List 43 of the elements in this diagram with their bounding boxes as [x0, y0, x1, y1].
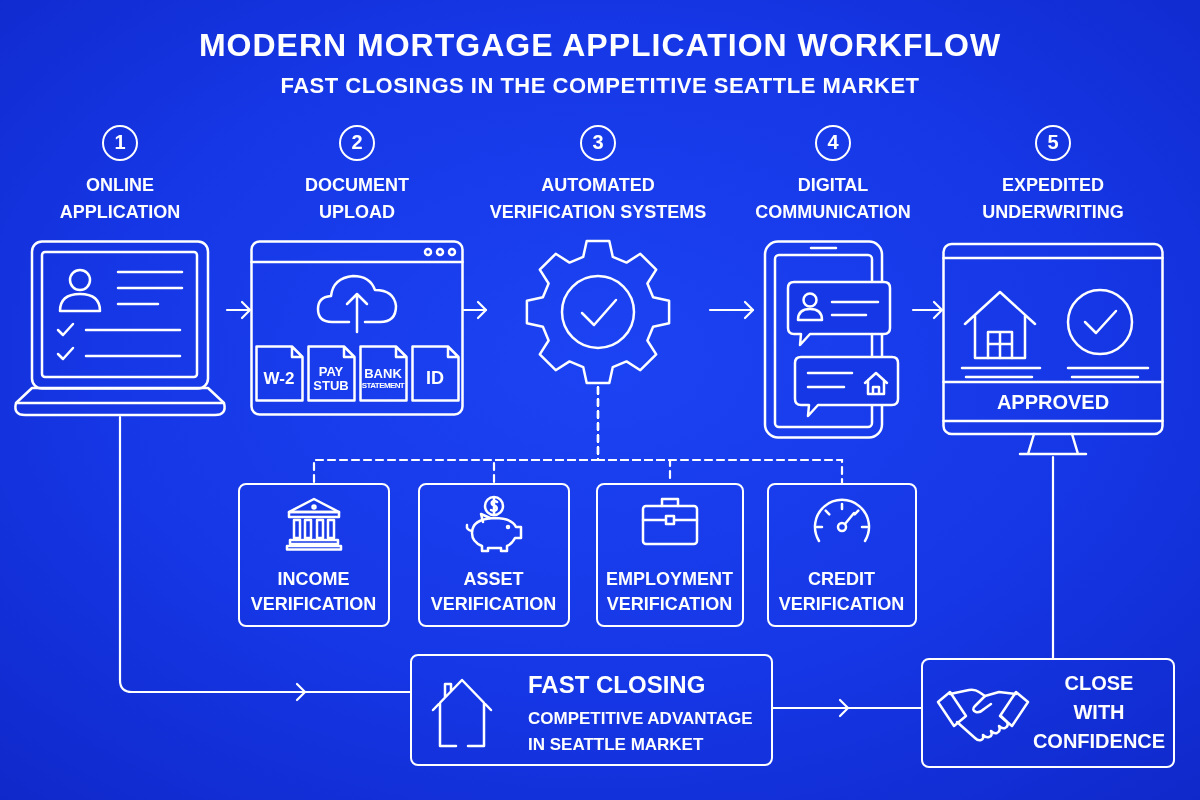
step-number: 4	[815, 125, 851, 161]
verification-label: CREDIT VERIFICATION	[777, 568, 906, 616]
diagram-title: MODERN MORTGAGE APPLICATION WORKFLOW	[197, 26, 1003, 64]
verification-label: EMPLOYMENT VERIFICATION	[605, 568, 734, 616]
document-page	[306, 345, 356, 402]
step-title: EXPEDITED UNDERWRITING	[981, 174, 1125, 224]
arrow	[708, 300, 755, 320]
arrow	[118, 415, 412, 702]
document-label: STATEMENT	[361, 381, 405, 391]
step-number: 3	[580, 125, 616, 161]
document-label: PAY STUB	[312, 364, 350, 394]
step-title: DIGITAL COMMUNICATION	[754, 174, 912, 224]
verification-card	[418, 483, 570, 627]
verification-label: INCOME VERIFICATION	[249, 568, 378, 616]
arrow	[911, 300, 944, 320]
step-title: AUTOMATED VERIFICATION SYSTEMS	[488, 174, 708, 224]
document-label: W-2	[263, 369, 295, 389]
document-label: ID	[426, 369, 444, 389]
verification-card	[238, 483, 390, 627]
approval-status: APPROVED	[995, 390, 1111, 415]
closing-card	[921, 658, 1175, 768]
connector-line	[1051, 455, 1055, 660]
document-label: BANK	[364, 367, 402, 382]
dashed-connector	[596, 385, 844, 485]
closing-description: COMPETITIVE ADVANTAGE IN SEATTLE MARKET	[528, 708, 754, 756]
closing-label: CLOSE WITH CONFIDENCE	[1032, 671, 1166, 754]
step-number: 5	[1035, 125, 1071, 161]
verification-card	[767, 483, 917, 627]
step-number: 1	[102, 125, 138, 161]
diagram-subtitle: FAST CLOSINGS IN THE COMPETITIVE SEATTLE MARKET	[279, 72, 921, 100]
arrow	[771, 698, 923, 718]
document-page	[254, 345, 304, 402]
step-title: ONLINE APPLICATION	[58, 174, 182, 224]
closing-heading: FAST CLOSING	[528, 670, 707, 700]
closing-card	[410, 654, 773, 766]
verification-label: ASSET VERIFICATION	[429, 568, 558, 616]
document-page	[358, 345, 408, 402]
document-page	[410, 345, 460, 402]
step-number: 2	[339, 125, 375, 161]
arrow	[462, 300, 488, 320]
step-title: DOCUMENT UPLOAD	[304, 174, 410, 224]
arrow	[225, 300, 252, 320]
verification-card	[596, 483, 744, 627]
